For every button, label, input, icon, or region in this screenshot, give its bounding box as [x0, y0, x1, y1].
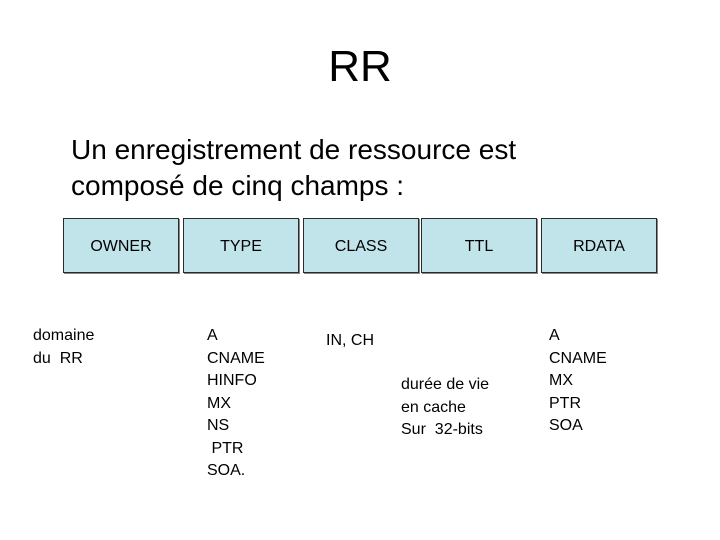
field-box-class: CLASS: [303, 218, 419, 273]
field-box-ttl: TTL: [421, 218, 537, 273]
type-values-list: A CNAME HINFO MX NS PTR SOA.: [207, 325, 265, 483]
field-box-owner: OWNER: [63, 218, 179, 273]
type-value: MX: [207, 394, 231, 412]
slide-subtitle: Un enregistrement de ressource est compo…: [71, 132, 671, 204]
ttl-note-line: en cache: [401, 398, 466, 416]
type-value: CNAME: [207, 349, 265, 367]
field-box-rdata: RDATA: [541, 218, 657, 273]
class-values: IN, CH: [326, 330, 374, 353]
rdata-value: MX: [549, 372, 573, 389]
ttl-description: durée de vie en cache Sur 32-bits: [401, 374, 489, 442]
rdata-value: A: [549, 327, 560, 344]
rdata-value: SOA: [549, 417, 583, 434]
type-value: NS: [207, 417, 230, 434]
owner-note-line: du RR: [33, 349, 83, 367]
type-value: A: [207, 327, 218, 344]
subtitle-line-2: composé de cinq champs :: [71, 170, 405, 201]
ttl-note-line: durée de vie: [401, 376, 490, 393]
ttl-note-line: Sur 32-bits: [401, 421, 483, 438]
rdata-values-list: A CNAME MX PTR SOA: [549, 325, 607, 438]
owner-note-line: domaine: [33, 327, 95, 344]
subtitle-line-1: Un enregistrement de ressource est: [71, 134, 517, 165]
field-box-type: TYPE: [183, 218, 299, 273]
rdata-value: PTR: [549, 394, 581, 412]
slide-title: RR: [328, 42, 392, 91]
type-value: SOA.: [207, 462, 246, 479]
type-value: HINFO: [207, 372, 257, 389]
rdata-value: CNAME: [549, 349, 607, 367]
type-value: PTR: [207, 439, 244, 457]
owner-description: domaine du RR: [33, 325, 94, 370]
class-value: IN, CH: [326, 332, 374, 349]
